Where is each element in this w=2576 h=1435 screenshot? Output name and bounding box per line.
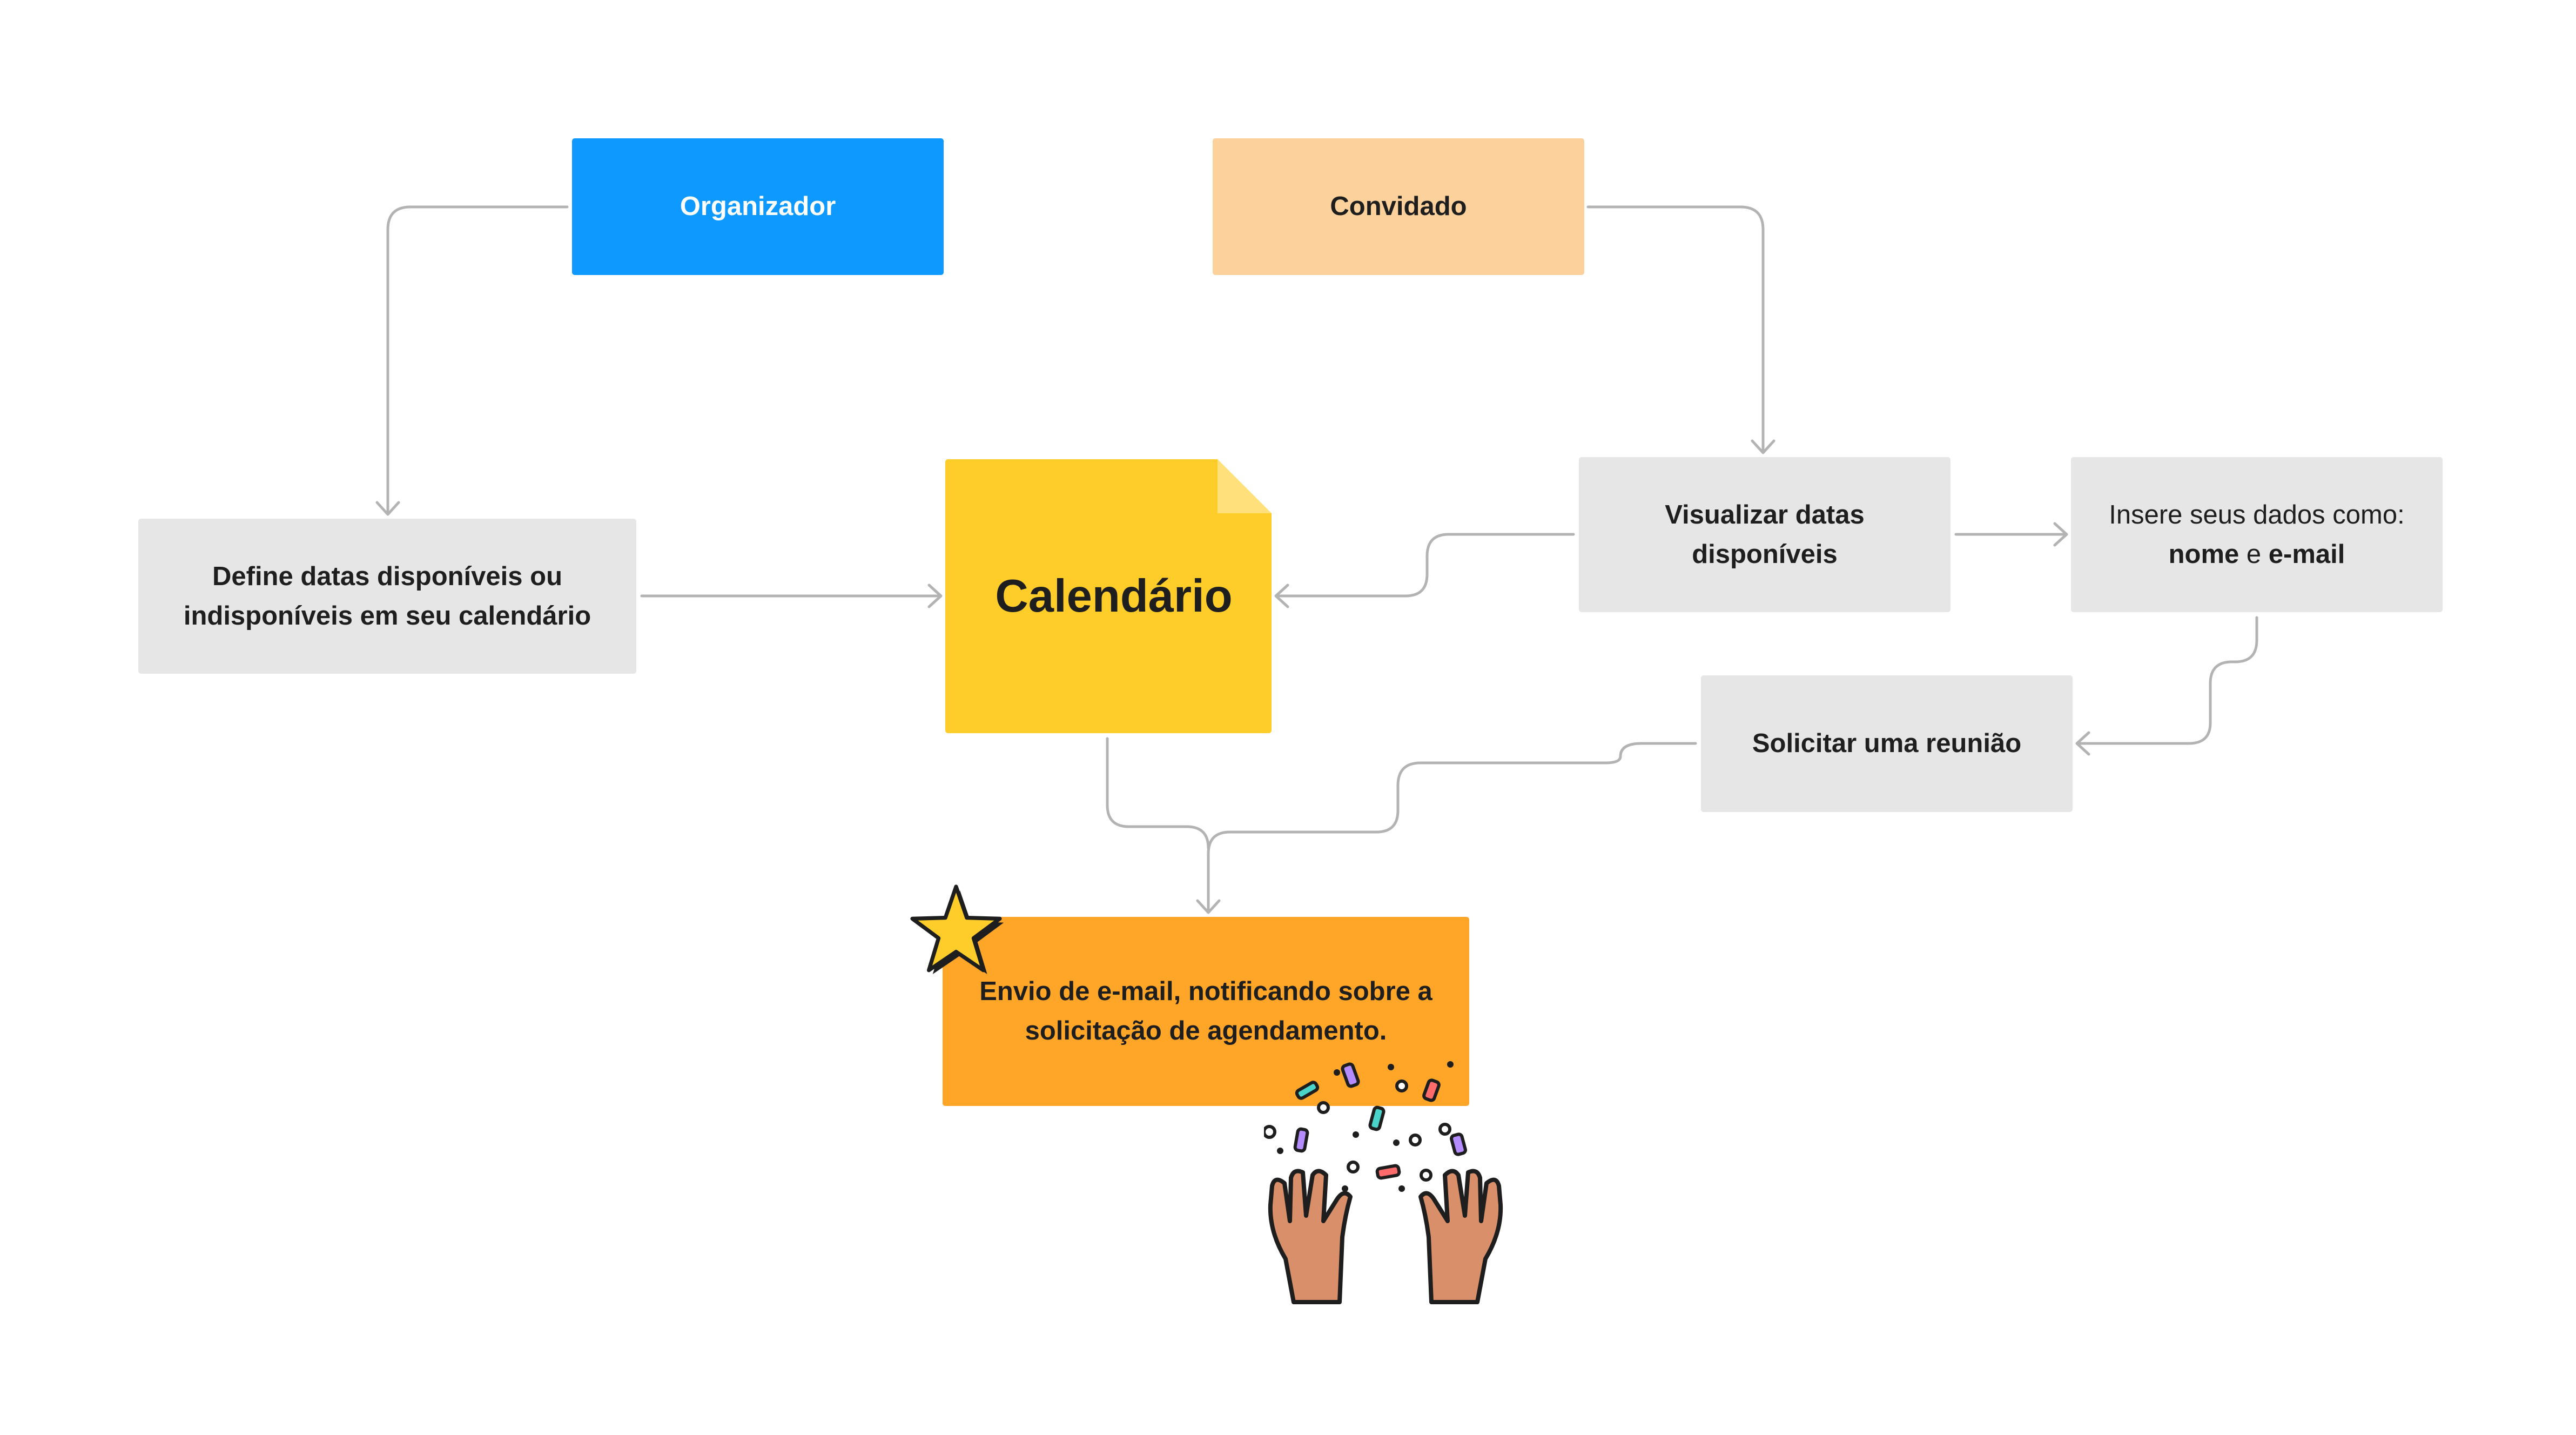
connector-organizer-to-define	[375, 205, 569, 516]
view-dates-node[interactable]: Visualizar datas disponíveis	[1579, 457, 1951, 612]
insert-data-name: nome	[2168, 539, 2239, 569]
star-icon	[910, 884, 1004, 974]
connector-calendar-to-notify	[1106, 737, 1221, 914]
email-notification-node[interactable]: Envio de e-mail, notificando sobre a sol…	[943, 917, 1469, 1106]
calendar-node[interactable]: Calendário	[945, 459, 1272, 733]
request-meeting-label: Solicitar uma reunião	[1752, 729, 2022, 758]
define-dates-node[interactable]: Define datas disponíveis ou indisponívei…	[138, 519, 636, 674]
insert-data-node[interactable]: Insere seus dados como: nome e e-mail	[2071, 457, 2443, 612]
guest-label: Convidado	[1330, 192, 1467, 221]
connector-guest-to-view	[1586, 205, 1775, 454]
connector-view-to-calendar	[1274, 533, 1575, 608]
organizer-label: Organizador	[680, 192, 836, 221]
guest-node[interactable]: Convidado	[1213, 138, 1584, 275]
organizer-node[interactable]: Organizador	[572, 138, 944, 275]
confetti-hands-icon	[1264, 1061, 1503, 1304]
connector-view-to-insert	[1954, 522, 2068, 547]
connector-define-to-calendar	[640, 584, 943, 608]
document-fold-icon	[1218, 459, 1272, 513]
insert-data-email: e-mail	[2268, 539, 2345, 569]
request-meeting-node[interactable]: Solicitar uma reunião	[1701, 675, 2073, 812]
insert-data-line-1: Insere seus dados como:	[2109, 500, 2405, 529]
email-notification-line-1: Envio de e-mail, notificando sobre a	[979, 977, 1432, 1006]
view-dates-line-2: disponíveis	[1692, 539, 1838, 569]
connector-insert-to-request	[2075, 616, 2258, 756]
connector-request-to-notify	[1207, 742, 1697, 913]
email-notification-line-2: solicitação de agendamento.	[1025, 1016, 1387, 1045]
insert-data-line-2: nome e e-mail	[2109, 535, 2404, 574]
insert-data-joiner: e	[2239, 539, 2269, 569]
view-dates-line-1: Visualizar datas	[1665, 500, 1865, 529]
calendar-label: Calendário	[995, 570, 1233, 622]
define-dates-line-2: indisponíveis em seu calendário	[183, 601, 591, 631]
define-dates-line-1: Define datas disponíveis ou	[212, 561, 563, 591]
